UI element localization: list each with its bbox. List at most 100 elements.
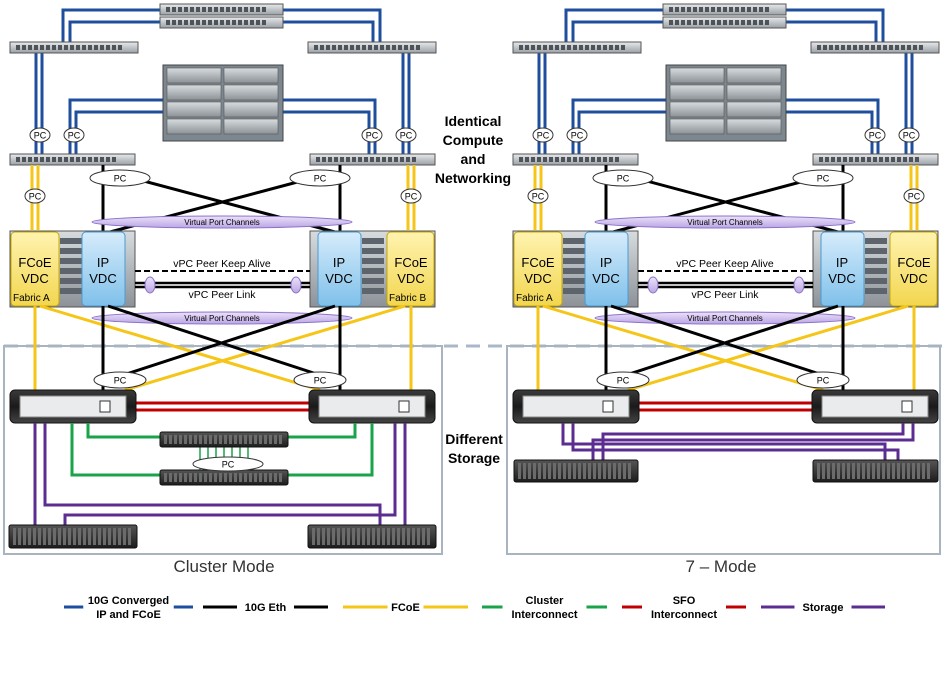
cluster-disk-shelf-right-drive — [352, 528, 355, 545]
sevenmode-blade — [669, 67, 725, 84]
sevenmode-disk-shelf-left-drive — [603, 463, 606, 479]
cluster-disk-shelf-left-drive — [73, 528, 76, 545]
sevenmode-disk-shelf-left-drive — [563, 463, 566, 479]
sevenmode-disk-shelf-left-drive — [593, 463, 596, 479]
cluster-disk-shelf-left-drive — [23, 528, 26, 545]
sevenmode-disk-shelf-left-drive — [598, 463, 601, 479]
compute-label-line1: Identical — [445, 113, 502, 129]
sevenmode-fabric-extender-left-port — [609, 45, 613, 50]
cluster-storage-box — [3, 345, 443, 555]
cluster-switch-lower-drive — [229, 473, 232, 482]
cluster-fabric-interconnect-left-port — [100, 157, 104, 162]
sevenmode-fabric-interconnect-right-port — [849, 157, 853, 162]
sevenmode-disk-shelf-right-drive — [927, 463, 930, 479]
cluster-fabric-interconnect-left-port — [64, 157, 68, 162]
sevenmode-fabric-extender-left-port — [573, 45, 577, 50]
sevenmode-pc-oval-label: PC — [869, 131, 882, 141]
sevenmode-top-switch-port — [711, 7, 715, 12]
cluster-interconnect-link — [86, 423, 160, 439]
sevenmode-pc-oval — [903, 188, 925, 204]
cluster-disk-shelf-left-drive — [58, 528, 61, 545]
sevenmode-blue-link — [577, 110, 668, 155]
sevenmode-pc-oval-label: PC — [532, 192, 545, 202]
cluster-fabric-interconnect-left-port — [106, 157, 110, 162]
sevenmode-blade — [726, 67, 782, 84]
sevenmode-disk-shelf-right-drive — [907, 463, 910, 479]
sevenmode-top-switch-port — [759, 20, 763, 25]
cluster-switch-lower-drive — [184, 473, 187, 482]
storage-label-line1: Different — [445, 431, 503, 447]
cluster-switch-upper-drive — [169, 435, 172, 444]
cluster-fabric-interconnect-left-port — [82, 157, 86, 162]
cluster-disk-shelf-left-drive — [63, 528, 66, 545]
sevenmode-blade — [726, 101, 782, 118]
cluster-disk-shelf-right-drive — [397, 528, 400, 545]
cluster-blade — [223, 101, 279, 118]
cluster-blade — [223, 84, 279, 101]
cluster-disk-shelf-right-drive — [367, 528, 370, 545]
cluster-pc-oval-label: PC — [29, 192, 42, 202]
cluster-fabric-interconnect-right-port — [382, 157, 386, 162]
sevenmode-fabric-interconnect-left-port — [567, 157, 571, 162]
cluster-switch-lower-drive — [224, 473, 227, 482]
sevenmode-fabric-interconnect-right-port — [831, 157, 835, 162]
sevenmode-fabric-interconnect-left-port — [549, 157, 553, 162]
cluster-fabric-interconnect-left-port — [28, 157, 32, 162]
sevenmode-pc-oval-label: PC — [817, 376, 830, 386]
sevenmode-fabric-extender-right-port — [817, 45, 821, 50]
cluster-mode-title: Cluster Mode — [173, 557, 274, 576]
sevenmode-disk-shelf-right-drive — [837, 463, 840, 479]
sevenmode-fabric-interconnect-right-port — [837, 157, 841, 162]
cluster-pc-oval — [289, 169, 351, 187]
cluster-fabric-extender-right-port — [380, 45, 384, 50]
sevenmode-fabric-extender-right-port — [877, 45, 881, 50]
sevenmode-fabric-extender-right-port — [895, 45, 899, 50]
cluster-fabric-extender-left-port — [52, 45, 56, 50]
sevenmode-vpc-lower-label: Virtual Port Channels — [687, 314, 762, 323]
sevenmode-fabric-extender-right-port — [847, 45, 851, 50]
sevenmode-nexus-module — [865, 288, 887, 294]
sevenmode-top-switch-port — [765, 7, 769, 12]
legend-label-line2: Interconnect — [511, 609, 577, 621]
sevenmode-storage-box — [506, 345, 941, 555]
cluster-pc-oval — [395, 127, 417, 143]
cluster-ip-vdc-right-line1: IP — [333, 255, 345, 270]
sevenmode-disk-shelf-left-drive — [568, 463, 571, 479]
cluster-top-switch-port — [202, 7, 206, 12]
cluster-top-switch-port — [262, 20, 266, 25]
sevenmode-peer-link-label: vPC Peer Link — [691, 289, 759, 301]
sevenmode-top-switch-port — [729, 20, 733, 25]
cluster-disk-shelf-left-drive — [123, 528, 126, 545]
cluster-fabric-extender-right-port — [350, 45, 354, 50]
sevenmode-keepalive-label: vPC Peer Keep Alive — [676, 258, 774, 270]
sevenmode-fabric-extender-right-port — [871, 45, 875, 50]
cluster-fabric-extender-left-port — [46, 45, 50, 50]
legend-label-bg — [387, 600, 424, 614]
cluster-nexus-module — [60, 268, 82, 274]
sevenmode-disk-shelf-right-drive — [877, 463, 880, 479]
sevenmode-pc-oval-label: PC — [537, 131, 550, 141]
cluster-nexus-module — [60, 258, 82, 264]
sevenmode-vpc-upper — [594, 215, 856, 229]
sevenmode-nexus-module — [563, 288, 585, 294]
cluster-pc-oval-label: PC — [314, 174, 327, 184]
cluster-switch-upper-drive — [194, 435, 197, 444]
cluster-top-switch-port — [166, 7, 170, 12]
cluster-disk-shelf-left-drive — [48, 528, 51, 545]
sevenmode-top-switch-port — [687, 20, 691, 25]
sevenmode-top-switch-port — [753, 20, 757, 25]
cluster-pc-oval-label: PC — [34, 131, 47, 141]
cluster-top-switch-port — [244, 7, 248, 12]
sevenmode-nexus-module — [865, 258, 887, 264]
sevenmode-fcoe-vdc-left-line1: FCoE — [521, 255, 555, 270]
cluster-top-switch-port — [184, 20, 188, 25]
cluster-nexus-module — [362, 258, 384, 264]
sevenmode-top-switch-port — [741, 7, 745, 12]
legend-label-bg — [794, 600, 852, 614]
cluster-fcoe-vdc-left-line1: FCoE — [18, 255, 52, 270]
sevenmode-top-switch-port — [723, 20, 727, 25]
cluster-nexus-module — [362, 288, 384, 294]
sevenmode-disk-shelf-left-drive — [608, 463, 611, 479]
sevenmode-fabric-interconnect-left-port — [519, 157, 523, 162]
